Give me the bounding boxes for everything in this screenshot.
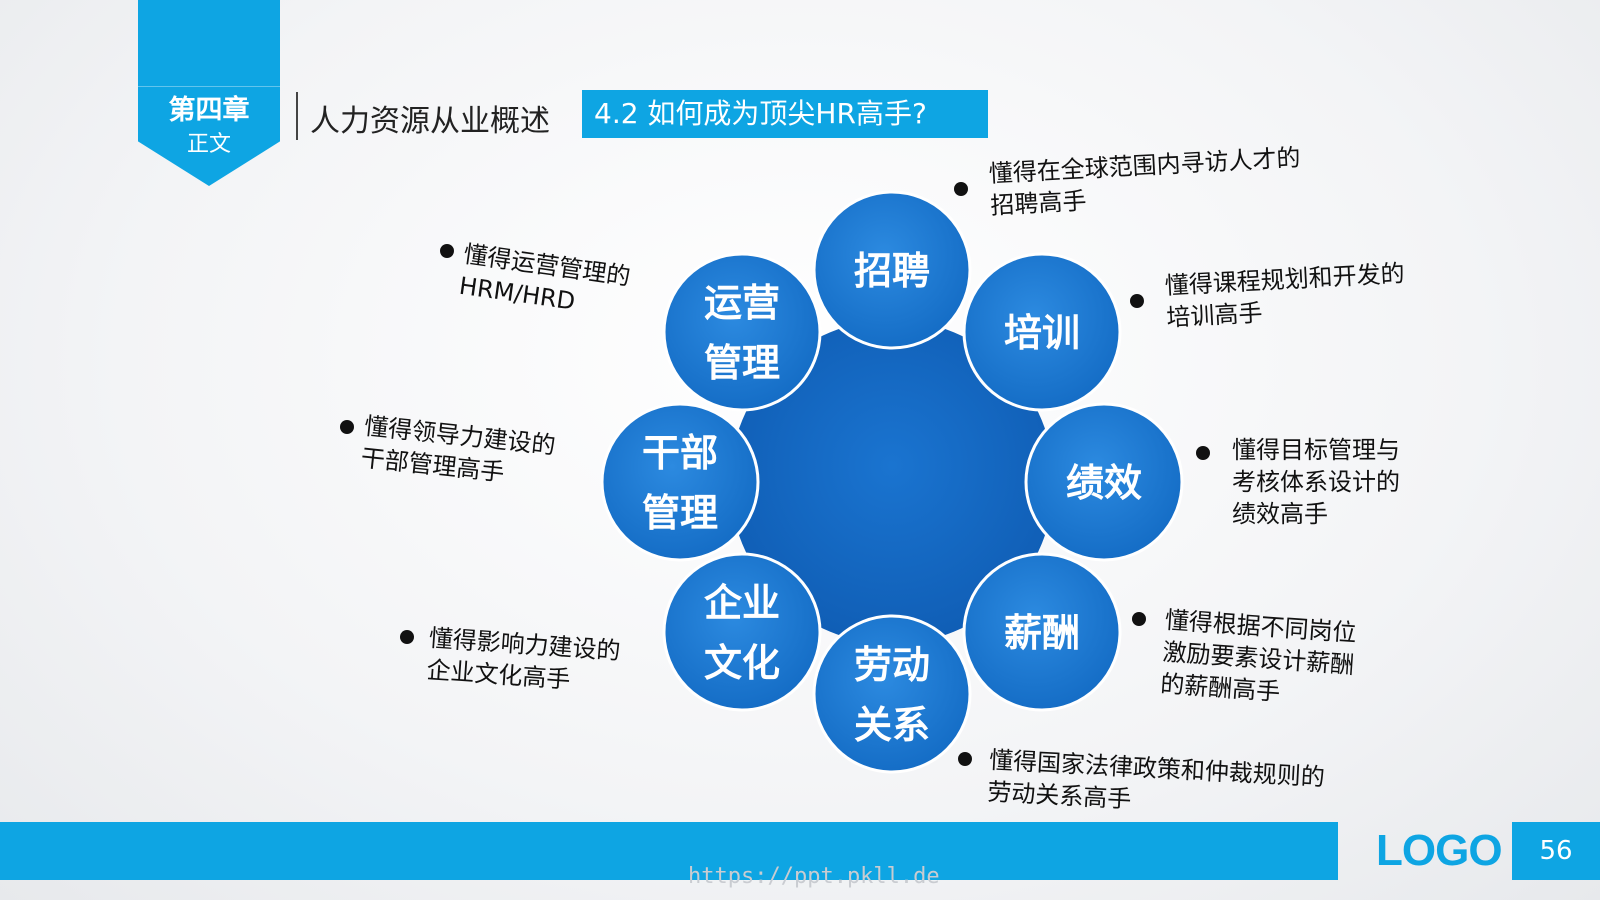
- bullet-dot-culture: [400, 630, 414, 644]
- description-training: 懂得课程规划和开发的培训高手: [1164, 257, 1407, 333]
- bullet-dot-recruit: [954, 182, 968, 196]
- node-label-compensation: 薪酬: [1004, 611, 1080, 655]
- node-label-performance: 绩效: [1066, 461, 1142, 505]
- bullet-dot-training: [1130, 294, 1144, 308]
- description-line: 懂得目标管理与: [1232, 436, 1400, 464]
- center-circle: [730, 320, 1054, 644]
- logo: LOGO: [1376, 826, 1503, 875]
- node-label-cadre: 管理: [642, 491, 718, 535]
- node-label-labor: 关系: [854, 703, 930, 747]
- node-label-cadre: 干部: [642, 431, 718, 475]
- page-number: 56: [1512, 822, 1600, 880]
- node-label-labor: 劳动: [854, 643, 930, 687]
- title-divider: [296, 92, 298, 140]
- node-label-culture: 企业: [704, 581, 780, 625]
- section-title: 人力资源从业概述: [310, 104, 550, 139]
- sub-title-banner: 4.2 如何成为顶尖HR高手?: [582, 90, 988, 138]
- node-culture: [662, 552, 822, 712]
- node-label-recruit: 招聘: [854, 249, 930, 293]
- description-culture: 懂得影响力建设的企业文化高手: [426, 622, 622, 699]
- node-performance: [1024, 402, 1184, 562]
- node-operations: [662, 252, 822, 412]
- node-cadre: [600, 402, 760, 562]
- watermark-url: https://ppt.pkll.de: [688, 864, 940, 889]
- node-training: [962, 252, 1122, 412]
- description-performance: 懂得目标管理与考核体系设计的绩效高手: [1232, 434, 1400, 530]
- node-label-operations: 管理: [704, 341, 780, 385]
- chapter-tab: 第四章 正文: [138, 0, 280, 186]
- bullet-dot-labor: [958, 752, 972, 766]
- node-label-culture: 文化: [704, 641, 780, 685]
- node-compensation: [962, 552, 1122, 712]
- bullet-dot-compensation: [1132, 612, 1146, 626]
- node-labor: [812, 614, 972, 774]
- bullet-dot-cadre: [340, 420, 354, 434]
- description-line: 考核体系设计的: [1232, 468, 1400, 496]
- node-recruit: [812, 190, 972, 350]
- chapter-tab-divider: [138, 86, 280, 87]
- bullet-dot-performance: [1196, 446, 1210, 460]
- description-compensation: 懂得根据不同岗位激励要素设计薪酬的薪酬高手: [1159, 604, 1357, 713]
- node-label-operations: 运营: [704, 281, 780, 325]
- chapter-subtitle: 正文: [186, 132, 231, 157]
- bullet-dot-operations: [440, 244, 454, 258]
- footer-bar: [0, 822, 1338, 880]
- node-label-training: 培训: [1004, 311, 1080, 355]
- chapter-title: 第四章: [168, 95, 250, 126]
- description-line: 绩效高手: [1232, 500, 1328, 528]
